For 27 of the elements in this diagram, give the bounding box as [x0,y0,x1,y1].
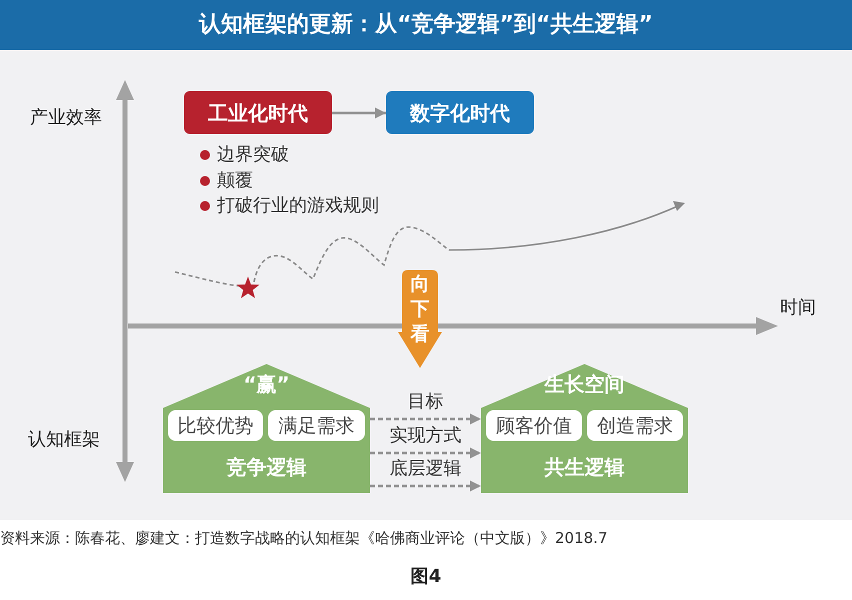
dashed-arrow [370,414,481,424]
concept-box: 满足需求 [268,410,365,441]
roof-title: “赢” [243,371,290,397]
house-shape [481,364,688,493]
bullet-text: 颠覆 [217,169,253,193]
house-shape [163,364,370,493]
era-box: 数字化时代 [386,91,534,134]
arrow-text: 向下看 [410,272,430,347]
base-title: 共生逻辑 [544,454,624,480]
concept-box: 比较优势 [168,410,263,441]
axis-label: 时间 [780,296,816,320]
title-text: 认知框架的更新：从“竞争逻辑”到“共生逻辑” [199,11,653,39]
era-box: 工业化时代 [184,91,332,134]
figure-caption: 图4 [410,565,442,589]
concept-box: 创造需求 [587,410,683,441]
dashed-arrow [370,448,481,458]
bullet-text: 打破行业的游戏规则 [217,194,379,218]
arrow [332,108,386,118]
dashed-arrow [370,480,481,492]
base-title: 竞争逻辑 [226,454,306,480]
bullet-text: 边界突破 [217,143,289,167]
concept-box: 顾客价值 [486,410,582,441]
source-note: 资料来源：陈春花、廖建文：打造数字战略的认知框架《哈佛商业评论（中文版）》2018.7 [0,528,608,548]
axis-label: 认知框架 [28,428,100,452]
down-arrow [398,270,442,368]
axis-label: 产业效率 [30,106,102,130]
roof-title: 生长空间 [544,371,624,397]
